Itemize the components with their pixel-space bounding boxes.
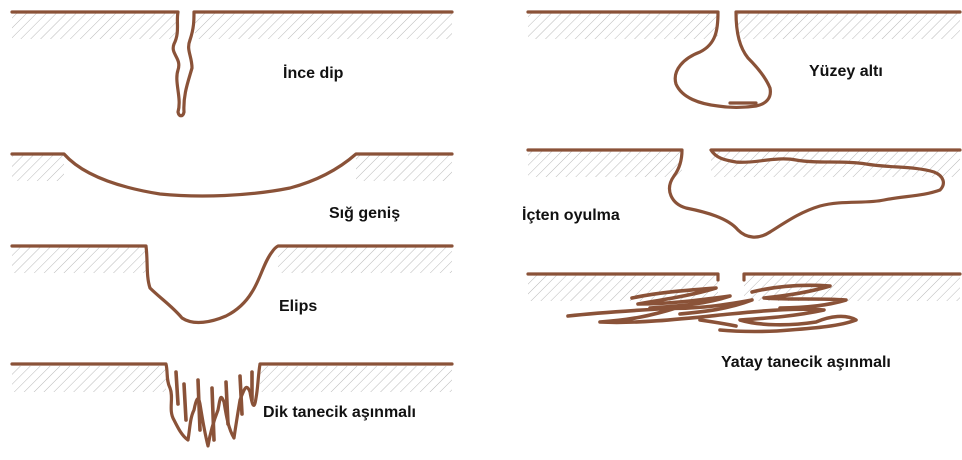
- material-hatch: [278, 247, 452, 273]
- panel-undercutting: İçten oyulma: [522, 150, 960, 237]
- material-hatch: [711, 151, 960, 177]
- material-hatch: [356, 155, 452, 181]
- material-hatch: [12, 366, 166, 392]
- label-undercutting: İçten oyulma: [522, 206, 620, 224]
- material-hatch: [12, 247, 146, 273]
- grain-attack-marks: [176, 372, 252, 440]
- panel-shallow-wide: Sığ geniş: [12, 154, 452, 222]
- label-horizontal-grain: Yatay tanecik aşınmalı: [721, 354, 891, 371]
- material-hatch: [12, 155, 64, 181]
- panel-horizontal-grain: Yatay tanecik aşınmalı: [528, 274, 960, 371]
- material-hatch: [260, 366, 452, 392]
- label-narrow-deep: İnce dip: [283, 64, 344, 82]
- panel-vertical-grain: Dik tanecik aşınmalı: [12, 364, 452, 446]
- label-subsurface: Yüzey altı: [809, 63, 883, 80]
- label-vertical-grain: Dik tanecik aşınmalı: [263, 404, 416, 421]
- material-hatch: [528, 151, 682, 177]
- material-hatch: [528, 275, 718, 301]
- label-shallow-wide: Sığ geniş: [329, 205, 400, 222]
- panel-narrow-deep: İnce dip: [12, 12, 452, 116]
- material-hatch: [12, 13, 177, 39]
- panel-subsurface: Yüzey altı: [528, 12, 960, 108]
- material-hatch: [195, 13, 452, 39]
- label-elliptical: Elips: [279, 298, 317, 315]
- panel-elliptical: Elips: [12, 246, 452, 322]
- material-hatch: [737, 13, 960, 39]
- material-hatch: [528, 13, 718, 39]
